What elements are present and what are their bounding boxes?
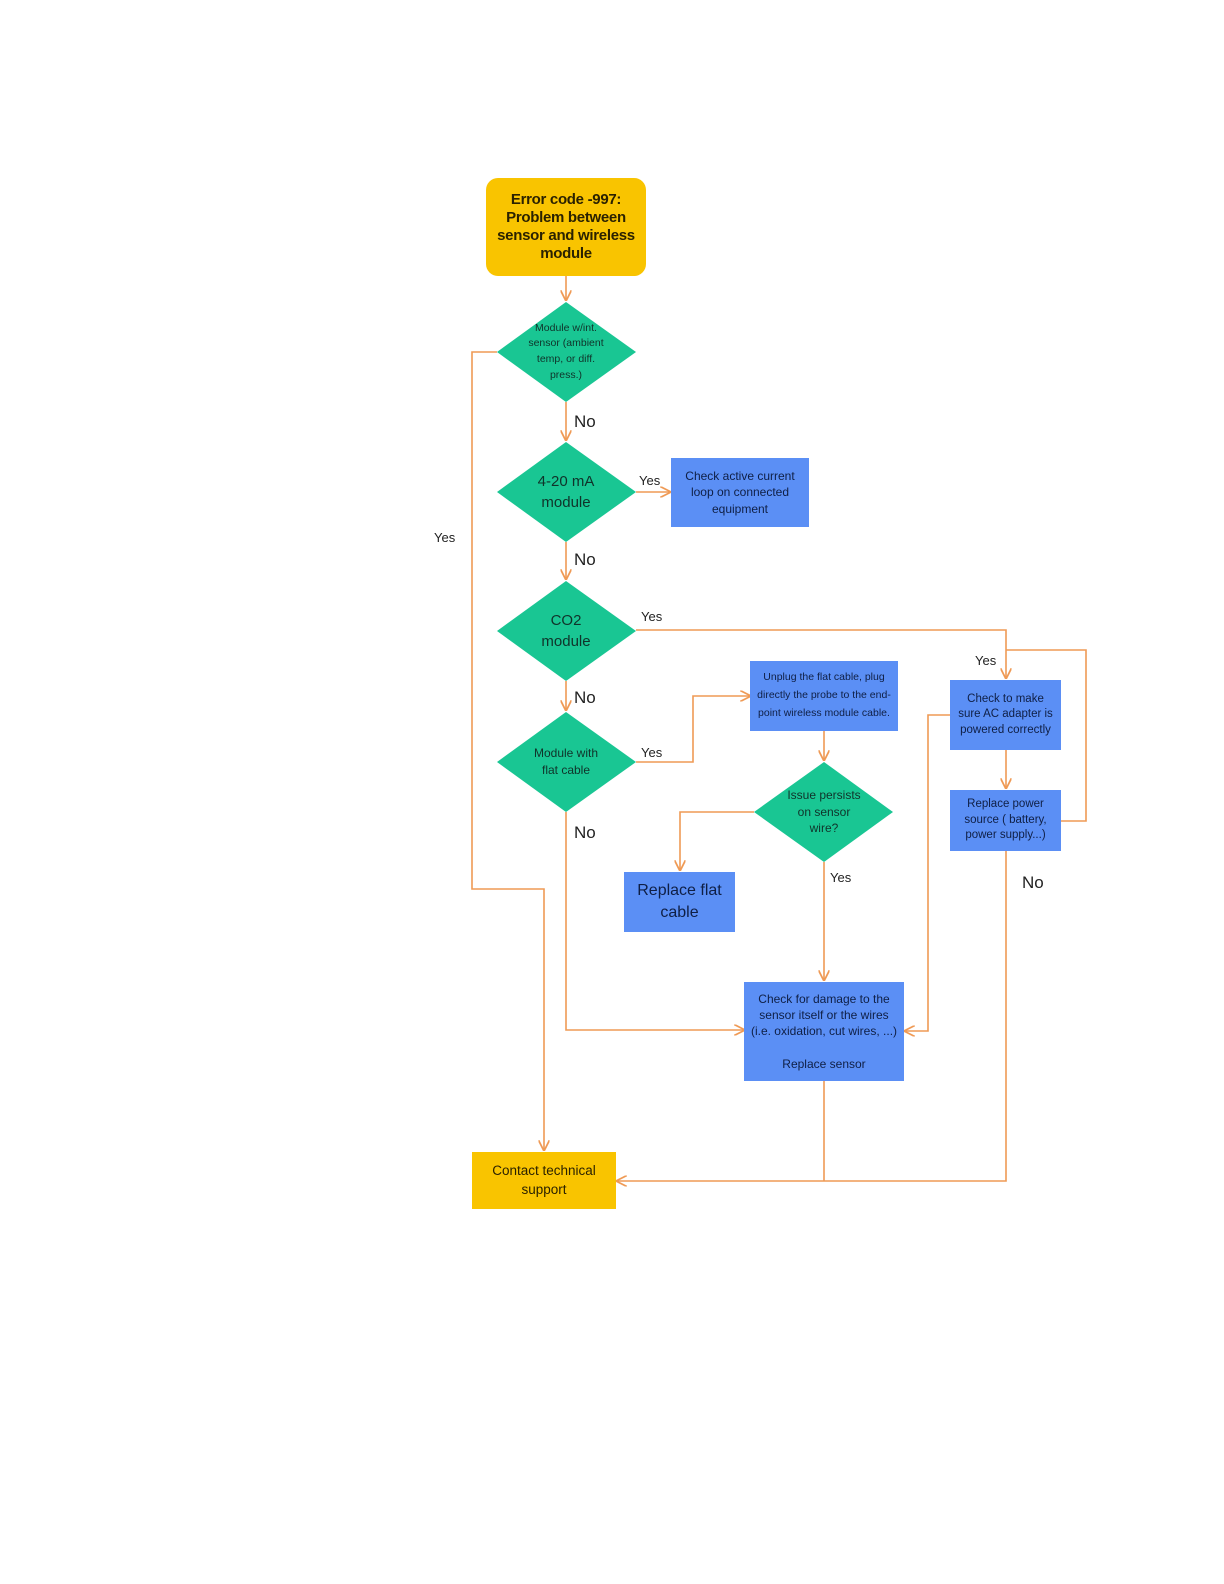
edge-label-420-no: No xyxy=(574,550,596,569)
replace-flat-cable-box: Replace flat cable xyxy=(624,872,735,932)
edge-replace-power-loop xyxy=(1006,649,1087,822)
edge-power-no-to-support xyxy=(617,851,1007,1181)
edge-label-power-no: No xyxy=(1022,873,1044,892)
check-ac-adapter-box: Check to make sure AC adapter is powered… xyxy=(950,680,1061,750)
edge-label-flat-yes: Yes xyxy=(641,745,663,760)
edge-flat-yes xyxy=(636,696,750,763)
edge-label-ac-yes: Yes xyxy=(975,653,997,668)
edge-label-flat-no: No xyxy=(574,823,596,842)
start-error-code-box: Error code -997: Problem between sensor … xyxy=(486,178,646,276)
replace-power-source-box: Replace power source ( battery, power su… xyxy=(950,790,1061,851)
edge-label-issue-yes: Yes xyxy=(830,870,852,885)
contact-technical-support-box: Contact technical support xyxy=(472,1152,616,1209)
check-damage-replace-sensor-box: Check for damage to the sensor itself or… xyxy=(744,982,904,1081)
edge-label-int-sensor-yes: Yes xyxy=(434,530,456,545)
check-current-loop-box: Check active current loop on connected e… xyxy=(671,458,809,527)
decision-co2-diamond xyxy=(497,581,636,681)
edge-co2-yes xyxy=(636,629,1006,678)
edge-label-int-sensor-no: No xyxy=(574,412,596,431)
edge-flat-no xyxy=(565,812,744,1030)
edge-issue-no xyxy=(680,811,754,870)
decision-flat-cable-diamond xyxy=(497,712,636,812)
decision-issue-persists-diamond xyxy=(754,762,893,862)
edge-label-420-yes: Yes xyxy=(639,473,661,488)
decision-int-sensor-diamond xyxy=(497,302,636,402)
edge-label-co2-yes: Yes xyxy=(641,609,663,624)
edge-int-sensor-yes xyxy=(471,351,544,1150)
edge-label-co2-no: No xyxy=(574,688,596,707)
edge-check-ac-to-damage xyxy=(905,714,950,1031)
unplug-flat-cable-box: Unplug the flat cable, plug directly the… xyxy=(750,661,898,731)
decision-420-diamond xyxy=(497,442,636,542)
